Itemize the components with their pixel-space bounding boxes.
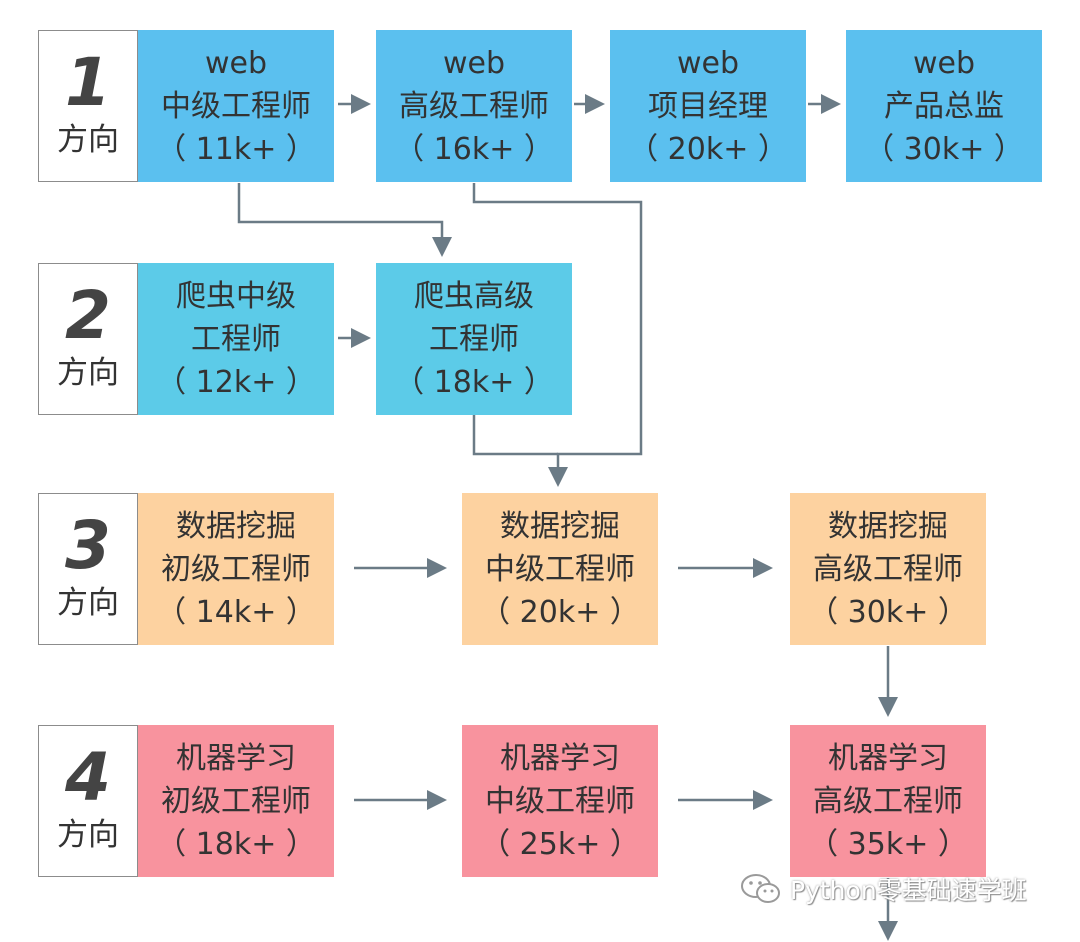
- node-salary: （ 12k+ ）: [156, 364, 316, 400]
- direction-label: 方向: [57, 817, 119, 853]
- node-line: 机器学习: [499, 740, 620, 776]
- node-salary: （ 16k+ ）: [394, 131, 554, 167]
- direction-label: 方向: [57, 122, 119, 158]
- node-line: 中级工程师: [160, 88, 311, 124]
- node-line: web: [912, 45, 976, 81]
- node-ml-junior-engineer: 机器学习 初级工程师 （ 18k+ ）: [138, 725, 334, 877]
- direction-number: 3: [65, 507, 111, 584]
- node-line: 数据挖掘: [827, 508, 948, 544]
- node-crawler-senior-engineer: 爬虫高级 工程师 （ 18k+ ）: [376, 263, 572, 415]
- node-line: 高级工程师: [398, 88, 549, 124]
- node-line: 高级工程师: [812, 783, 963, 819]
- node-salary: （ 11k+ ）: [156, 131, 316, 167]
- node-line: 爬虫中级: [175, 278, 296, 314]
- node-ml-mid-engineer: 机器学习 中级工程师 （ 25k+ ）: [462, 725, 658, 877]
- wechat-icon: [741, 874, 780, 903]
- watermark: Python零基础速学班: [740, 870, 1027, 908]
- node-ml-senior-engineer: 机器学习 高级工程师 （ 35k+ ）: [790, 725, 986, 877]
- node-line: 机器学习: [175, 740, 296, 776]
- node-line: 工程师: [428, 321, 519, 357]
- direction-number: 4: [65, 739, 111, 816]
- node-salary: （ 30k+ ）: [808, 594, 968, 630]
- node-crawler-mid-engineer: 爬虫中级 工程师 （ 12k+ ）: [138, 263, 334, 415]
- node-line: 数据挖掘: [175, 508, 296, 544]
- direction-label: 方向: [57, 585, 119, 621]
- node-salary: （ 30k+ ）: [864, 131, 1024, 167]
- direction-2-box: 2 方向: [38, 263, 138, 415]
- direction-label: 方向: [57, 355, 119, 391]
- node-line: web: [204, 45, 268, 81]
- node-line: 中级工程师: [484, 783, 635, 819]
- node-line: 初级工程师: [160, 783, 311, 819]
- node-line: web: [442, 45, 506, 81]
- node-line: 中级工程师: [484, 551, 635, 587]
- node-line: 项目经理: [647, 88, 768, 124]
- arrow-web-senior-to-dm-mid: [472, 183, 643, 487]
- node-web-product-director: web 产品总监 （ 30k+ ）: [846, 30, 1042, 182]
- node-data-mining-mid-engineer: 数据挖掘 中级工程师 （ 20k+ ）: [462, 493, 658, 645]
- node-salary: （ 14k+ ）: [156, 594, 316, 630]
- direction-1-box: 1 方向: [38, 30, 138, 182]
- node-salary: （ 25k+ ）: [480, 826, 640, 862]
- direction-number: 2: [65, 277, 111, 354]
- direction-number: 1: [65, 44, 111, 121]
- node-line: 机器学习: [827, 740, 948, 776]
- node-line: 高级工程师: [812, 551, 963, 587]
- node-line: 产品总监: [883, 88, 1004, 124]
- node-data-mining-senior-engineer: 数据挖掘 高级工程师 （ 30k+ ）: [790, 493, 986, 645]
- node-data-mining-junior-engineer: 数据挖掘 初级工程师 （ 14k+ ）: [138, 493, 334, 645]
- node-salary: （ 20k+ ）: [628, 131, 788, 167]
- direction-3-box: 3 方向: [38, 493, 138, 645]
- node-line: 爬虫高级: [413, 278, 534, 314]
- node-line: 初级工程师: [160, 551, 311, 587]
- node-salary: （ 35k+ ）: [808, 826, 968, 862]
- node-line: 数据挖掘: [499, 508, 620, 544]
- node-web-mid-engineer: web 中级工程师 （ 11k+ ）: [138, 30, 334, 182]
- node-line: web: [676, 45, 740, 81]
- node-salary: （ 20k+ ）: [480, 594, 640, 630]
- watermark-text: Python零基础速学班: [790, 876, 1027, 905]
- node-web-senior-engineer: web 高级工程师 （ 16k+ ）: [376, 30, 572, 182]
- node-salary: （ 18k+ ）: [156, 826, 316, 862]
- arrow-web-mid-to-crawler-senior: [237, 183, 452, 257]
- node-salary: （ 18k+ ）: [394, 364, 554, 400]
- arrow-crawler-senior-to-dm-mid: [472, 415, 558, 456]
- direction-4-box: 4 方向: [38, 725, 138, 877]
- node-line: 工程师: [190, 321, 281, 357]
- node-web-project-manager: web 项目经理 （ 20k+ ）: [610, 30, 806, 182]
